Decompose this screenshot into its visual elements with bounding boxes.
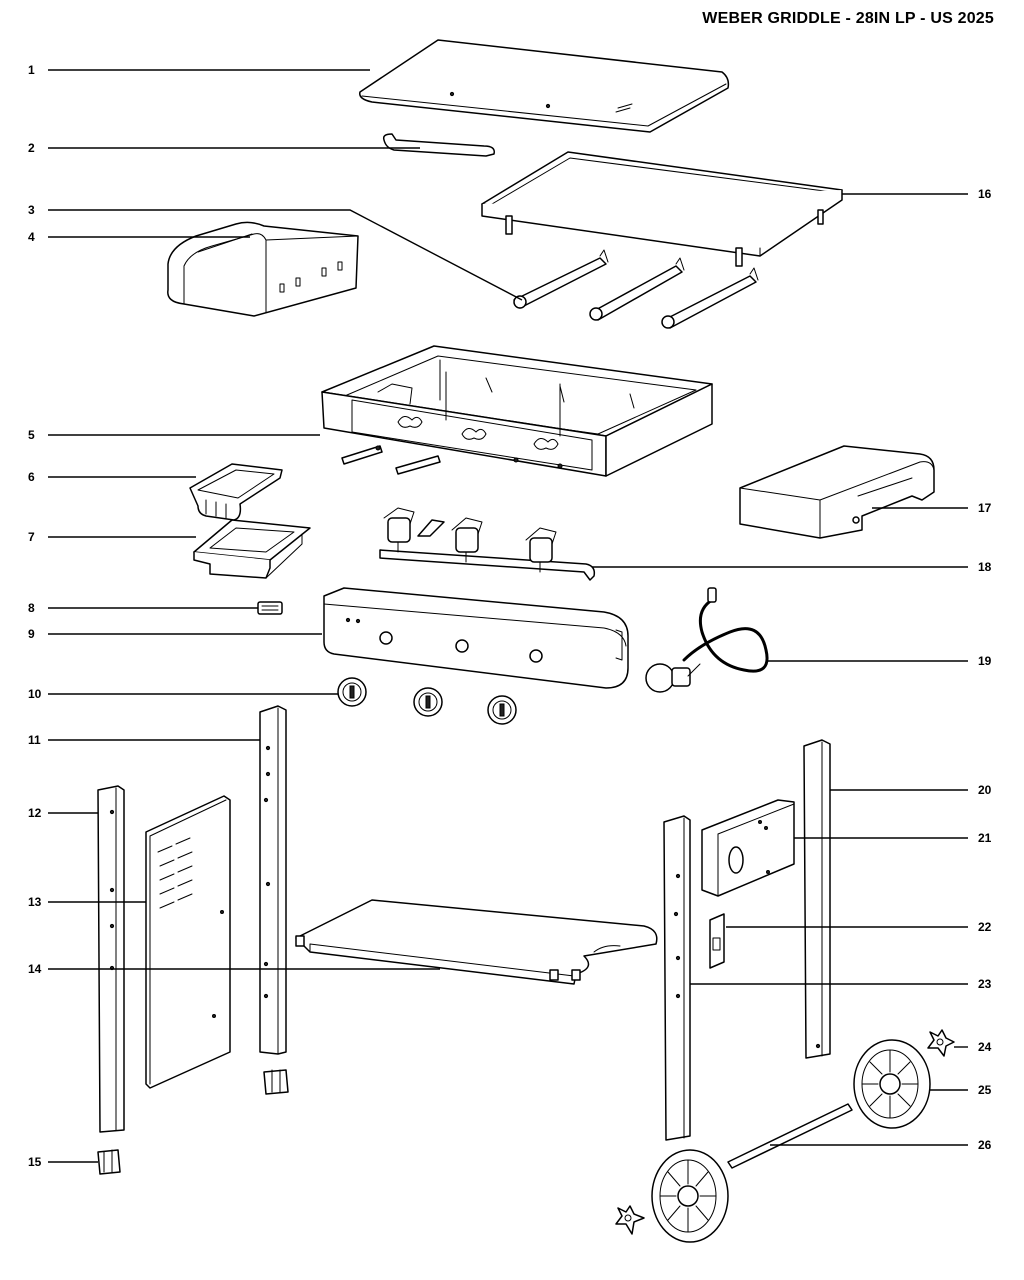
callout-4: 4 — [28, 230, 35, 244]
callout-19: 19 — [978, 654, 992, 668]
callout-12: 12 — [28, 806, 42, 820]
part-3-burners[interactable] — [513, 249, 759, 329]
callout-8: 8 — [28, 601, 35, 615]
diagram-title: WEBER GRIDDLE - 28IN LP - US 2025 — [702, 10, 994, 27]
callout-25: 25 — [978, 1083, 992, 1097]
part-7-tray[interactable] — [193, 519, 311, 579]
part-11-leg-cap[interactable] — [263, 1069, 289, 1095]
part-12-leg[interactable] — [97, 785, 125, 1133]
callout-20: 20 — [978, 783, 992, 797]
callout-10: 10 — [28, 687, 42, 701]
callout-18: 18 — [978, 560, 992, 574]
callout-26: 26 — [978, 1138, 992, 1152]
lower-wheel[interactable] — [651, 1149, 729, 1243]
callout-numbers: 1 2 3 4 5 6 7 8 9 10 11 12 13 14 15 16 1… — [28, 63, 992, 1169]
part-21-bracket[interactable] — [701, 799, 795, 897]
callout-15: 15 — [28, 1155, 42, 1169]
callout-6: 6 — [28, 470, 35, 484]
part-13-side-panel[interactable] — [145, 795, 231, 1089]
part-8-ignition[interactable] — [257, 601, 283, 615]
callout-17: 17 — [978, 501, 992, 515]
part-15-foot[interactable] — [97, 1149, 121, 1175]
part-14-shelf[interactable] — [295, 899, 658, 985]
callout-24: 24 — [978, 1040, 992, 1054]
part-2-handle[interactable] — [382, 133, 496, 157]
callout-7: 7 — [28, 530, 35, 544]
part-11-leg[interactable] — [259, 705, 287, 1055]
part-6-liner[interactable] — [189, 463, 283, 521]
callout-5: 5 — [28, 428, 35, 442]
callout-2: 2 — [28, 141, 35, 155]
callout-23: 23 — [978, 977, 992, 991]
part-10-knobs[interactable] — [337, 677, 517, 725]
part-1-lid[interactable] — [359, 39, 730, 133]
callout-16: 16 — [978, 187, 992, 201]
part-22-plate[interactable] — [709, 913, 725, 969]
lower-hubcap[interactable] — [615, 1205, 645, 1235]
callout-14: 14 — [28, 962, 42, 976]
part-16-cooktop[interactable] — [481, 151, 843, 267]
callout-13: 13 — [28, 895, 42, 909]
callout-1: 1 — [28, 63, 35, 77]
part-24-hubcap[interactable] — [927, 1029, 955, 1057]
part-5-cookbox[interactable] — [321, 345, 713, 477]
part-26-axle[interactable] — [727, 1103, 853, 1169]
callout-21: 21 — [978, 831, 992, 845]
part-19-regulator-hose[interactable] — [645, 587, 769, 693]
callout-22: 22 — [978, 920, 992, 934]
callout-9: 9 — [28, 627, 35, 641]
part-23-leg[interactable] — [663, 815, 691, 1141]
part-25-wheel[interactable] — [853, 1039, 931, 1129]
callout-3: 3 — [28, 203, 35, 217]
leader-lines — [48, 69, 968, 1163]
part-17-side-table[interactable] — [739, 445, 935, 539]
callout-11: 11 — [28, 733, 41, 747]
part-20-leg[interactable] — [803, 739, 831, 1059]
part-18-manifold[interactable] — [379, 507, 596, 581]
part-4-side-cover[interactable] — [167, 221, 359, 317]
part-9-control-panel[interactable] — [323, 587, 629, 689]
